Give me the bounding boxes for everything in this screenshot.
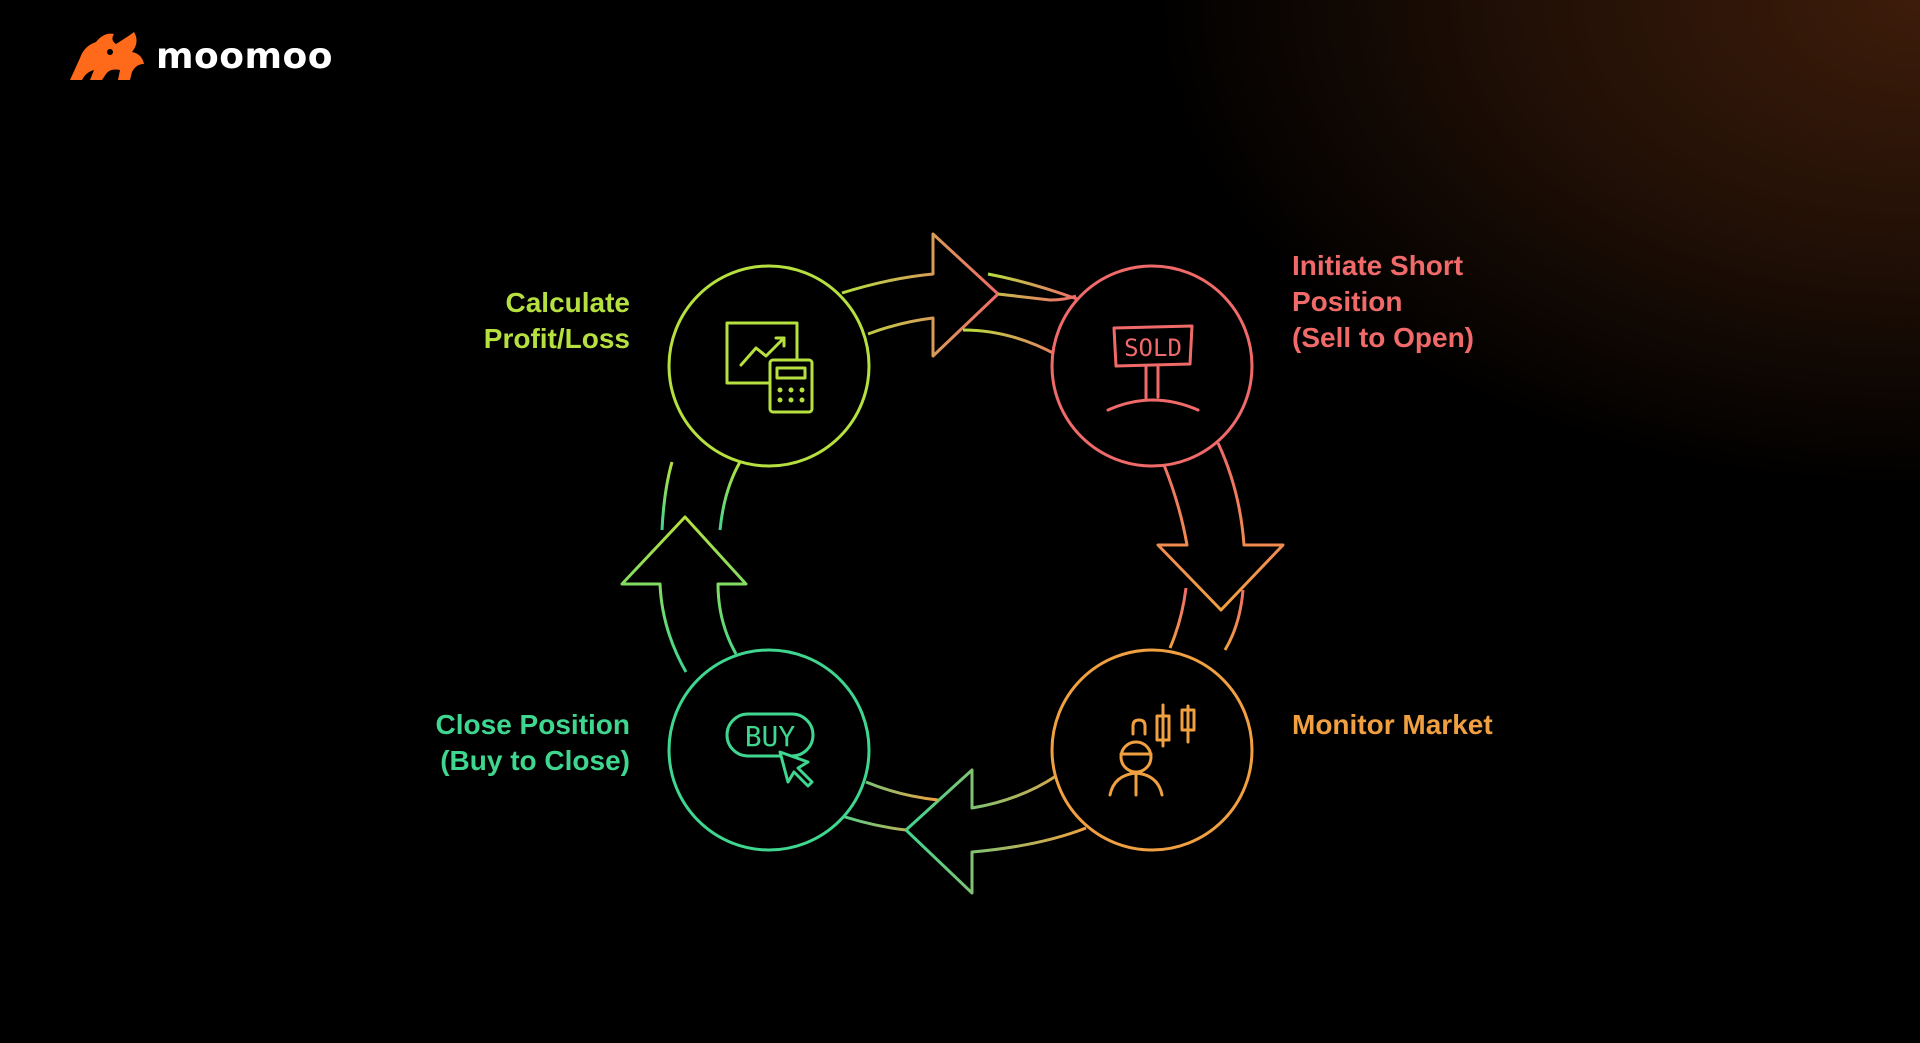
step-calculate-node — [667, 264, 871, 468]
brand-name: moomoo — [156, 35, 333, 77]
step-close-label: Close Position (Buy to Close) — [435, 709, 630, 776]
step-close-node: BUY — [667, 648, 871, 852]
arrow-initiate-to-monitor — [1156, 442, 1285, 651]
step-calculate-label: Calculate Profit/Loss — [483, 287, 630, 354]
step-initiate-node: SOLD — [1050, 264, 1254, 468]
trader-candlestick-icon — [1108, 703, 1196, 797]
buy-button-cursor-icon: BUY — [725, 712, 815, 788]
arrow-monitor-to-close — [829, 768, 1087, 895]
sold-sign-icon: SOLD — [1106, 324, 1200, 412]
chart-calculator-icon — [725, 321, 814, 414]
sold-sign-text: SOLD — [1124, 334, 1182, 362]
step-monitor-node — [1050, 648, 1254, 852]
step-monitor-label: Monitor Market — [1292, 709, 1493, 740]
step-initiate-label: Initiate Short Position (Sell to Open) — [1292, 250, 1474, 353]
brand-logo: moomoo — [66, 28, 333, 84]
arrow-calculate-to-initiate — [841, 232, 1078, 358]
bull-logo-icon — [70, 32, 144, 80]
arrow-close-to-calculate — [620, 461, 748, 673]
buy-button-text: BUY — [745, 720, 796, 753]
